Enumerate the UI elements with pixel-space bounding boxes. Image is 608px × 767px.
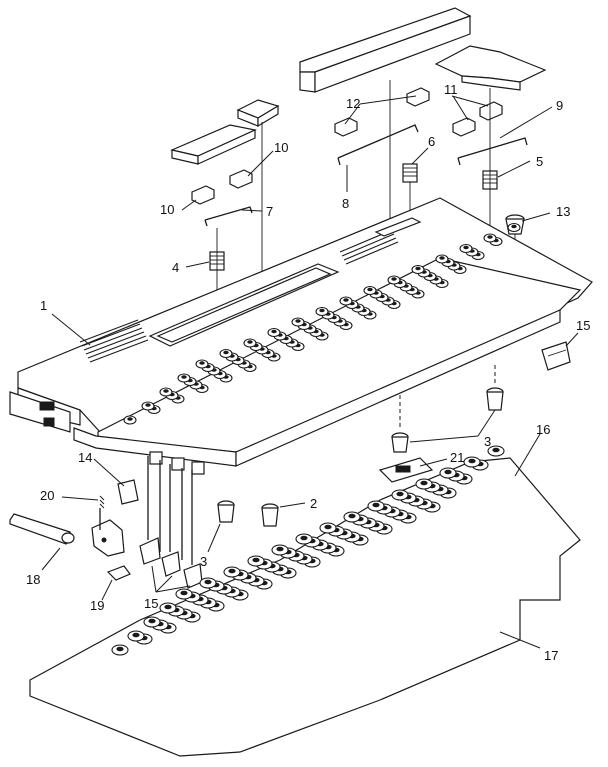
rubber-dome-center xyxy=(492,447,500,453)
key-stem-center xyxy=(145,403,151,407)
callout-8: 8 xyxy=(342,196,349,211)
keyboard-housing xyxy=(9,197,593,475)
plunger-3-right xyxy=(486,387,504,411)
callout-16: 16 xyxy=(536,422,550,437)
rubber-dome-center xyxy=(204,579,212,585)
plunger-3-mid xyxy=(391,432,409,453)
callout-labels: 1 2 3 3 4 5 6 7 8 9 10 10 11 12 13 14 15… xyxy=(26,82,590,663)
connector-21 xyxy=(378,457,434,483)
key-stem-center xyxy=(367,287,373,292)
legs-15 xyxy=(139,456,203,589)
rubber-dome-center xyxy=(276,546,284,552)
callout-2: 2 xyxy=(310,496,317,511)
key-stem-center xyxy=(271,329,277,334)
callout-7: 7 xyxy=(266,204,273,219)
key-stem-center xyxy=(439,256,445,260)
callout-15-lower: 15 xyxy=(144,596,158,611)
key-stem-center xyxy=(487,235,493,239)
rubber-dome-center xyxy=(164,604,172,610)
callout-10-lower: 10 xyxy=(160,202,174,217)
leader-lines xyxy=(41,95,579,649)
wide-keycap-left xyxy=(170,124,257,165)
key-stem-center xyxy=(127,417,133,421)
rubber-dome-center xyxy=(324,524,332,530)
rubber-dome-center xyxy=(444,469,452,475)
membrane-dome-grid xyxy=(111,445,505,656)
plunger-3-left xyxy=(217,500,235,523)
callout-5: 5 xyxy=(536,154,543,169)
key-stem-grid xyxy=(123,222,521,425)
callout-9: 9 xyxy=(556,98,563,113)
callout-20: 20 xyxy=(40,488,54,503)
key-stem-center xyxy=(415,266,421,271)
key-stem-center xyxy=(343,298,349,302)
rubber-dome-center xyxy=(132,632,140,638)
space-bar-keycap xyxy=(299,7,472,93)
membrane-sheet xyxy=(29,457,581,757)
callout-13: 13 xyxy=(556,204,570,219)
rubber-dome-center xyxy=(300,535,308,541)
callout-10-upper: 10 xyxy=(274,140,288,155)
stabilizer-clips xyxy=(191,87,503,205)
square-keycap xyxy=(236,99,280,128)
spring-20 xyxy=(99,495,105,509)
callout-11: 11 xyxy=(444,82,458,97)
key-stem-center xyxy=(319,308,325,313)
latch-right xyxy=(541,341,571,371)
callout-18: 18 xyxy=(26,572,40,587)
rubber-dome-center xyxy=(348,513,356,519)
callout-15-right: 15 xyxy=(576,318,590,333)
lever-18 xyxy=(9,508,125,557)
key-stem-center xyxy=(199,361,205,365)
callout-14: 14 xyxy=(78,450,92,465)
key-stem-center xyxy=(223,350,229,355)
callout-21: 21 xyxy=(450,450,464,465)
key-stem-center xyxy=(247,340,253,344)
key-stem-center xyxy=(511,224,517,229)
stabilizer-wires xyxy=(204,124,528,227)
rubber-dome-center xyxy=(396,491,404,497)
callout-3-left: 3 xyxy=(200,554,207,569)
key-stem-center xyxy=(295,319,301,323)
key-stem-center xyxy=(463,245,469,250)
key-stem-center xyxy=(163,389,169,393)
callout-3-right: 3 xyxy=(484,434,491,449)
rubber-dome-center xyxy=(228,568,236,574)
rubber-dome-center xyxy=(420,480,428,486)
plunger-2 xyxy=(261,503,279,527)
rubber-dome-center xyxy=(468,458,476,464)
clip-19 xyxy=(106,565,131,581)
rubber-dome-center xyxy=(372,502,380,508)
enter-keycap xyxy=(434,45,547,91)
rubber-dome-center xyxy=(252,557,260,563)
callout-6: 6 xyxy=(428,134,435,149)
callout-4: 4 xyxy=(172,260,179,275)
rubber-dome-center xyxy=(116,646,124,652)
key-stem-center xyxy=(391,277,397,281)
key-stem-center xyxy=(181,375,187,379)
rubber-dome-center xyxy=(180,590,188,596)
callout-1: 1 xyxy=(40,298,47,313)
callout-12: 12 xyxy=(346,96,360,111)
latch-14 xyxy=(117,479,139,505)
callout-17: 17 xyxy=(544,648,558,663)
rubber-dome-center xyxy=(148,618,156,624)
callout-19: 19 xyxy=(90,598,104,613)
